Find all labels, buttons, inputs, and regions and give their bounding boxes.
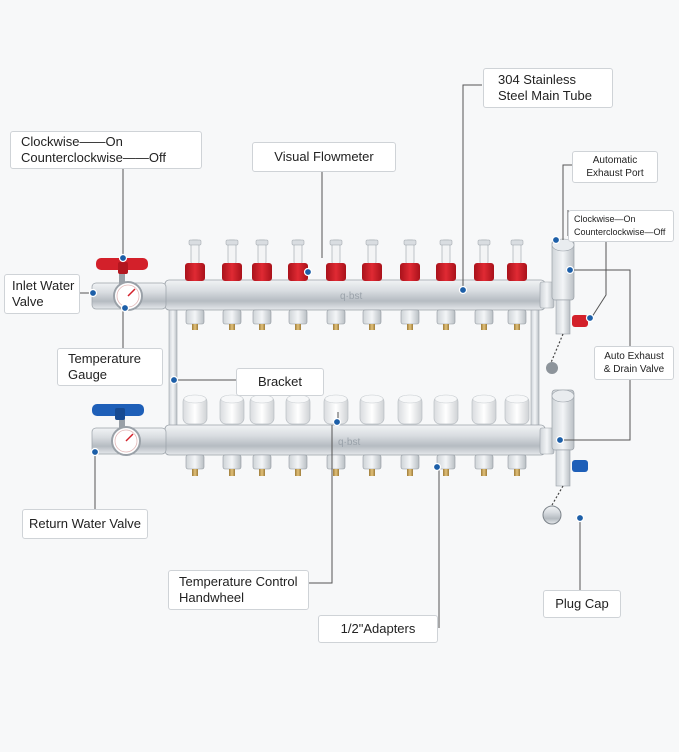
handwheel-6 <box>359 394 385 425</box>
inlet-valve <box>91 258 167 311</box>
handwheel-9 <box>471 394 497 425</box>
supply-adapter-7 <box>400 309 420 330</box>
label-handwheel-line2: Handwheel <box>179 590 245 605</box>
label-flowmeter: Visual Flowmeter <box>252 142 396 172</box>
handwheel-5 <box>323 394 349 425</box>
flowmeter-9 <box>474 239 494 281</box>
handwheel-10 <box>504 394 530 425</box>
label-main-tube: 304 Stainless Steel Main Tube <box>483 68 613 108</box>
label-adapters: 1/2"Adapters <box>318 615 438 643</box>
supply-adapter-10 <box>507 309 527 330</box>
label-auto-exhaust-line1: Auto Exhaust <box>604 351 664 362</box>
flowmeter-row <box>185 239 527 281</box>
return-tube-brand: q·bst <box>338 437 360 448</box>
label-gauge-line2: Gauge <box>68 367 108 382</box>
handwheel-2 <box>219 394 245 425</box>
supply-tube-brand: q·bst <box>340 291 362 302</box>
bracket-left <box>168 299 178 441</box>
supply-adapter-2 <box>222 309 242 330</box>
return-adapter-9 <box>474 454 494 476</box>
label-temp-gauge: Temperature Gauge <box>57 348 163 386</box>
label-main-tube-line2: Steel Main Tube <box>498 88 592 103</box>
bracket-right <box>530 299 540 441</box>
label-exhaust-port-line2: Exhaust Port <box>586 168 644 179</box>
label-return-valve: Return Water Valve <box>22 509 148 539</box>
flowmeter-5 <box>326 239 346 281</box>
label-rotation-line1: Clockwise——On <box>21 134 123 149</box>
label-flowmeter-text: Visual Flowmeter <box>274 149 374 164</box>
supply-adapter-8 <box>436 309 456 330</box>
handwheel-1 <box>182 394 208 425</box>
plug-cap <box>542 505 562 525</box>
return-adapter-1 <box>185 454 205 476</box>
flowmeter-2 <box>222 239 242 281</box>
label-exhaust-rotation: Clockwise—On Counterclockwise—Off <box>568 210 674 242</box>
flowmeter-3 <box>252 239 272 281</box>
supply-adapter-9 <box>474 309 494 330</box>
supply-adapter-6 <box>362 309 382 330</box>
label-inlet-line2: Valve <box>12 294 44 309</box>
label-exhaust-rotation-line1: Clockwise—On <box>574 214 636 224</box>
supply-exhaust-drain-assembly <box>539 238 588 374</box>
label-temp-handwheel: Temperature Control Handwheel <box>168 570 309 610</box>
return-adapter-5 <box>326 454 346 476</box>
label-main-tube-line1: 304 Stainless <box>498 72 577 87</box>
label-plug-cap-text: Plug Cap <box>555 596 609 611</box>
handwheel-4 <box>285 394 311 425</box>
label-exhaust-port: Automatic Exhaust Port <box>572 151 658 183</box>
label-adapters-text: 1/2"Adapters <box>340 621 416 636</box>
label-handwheel-line1: Temperature Control <box>179 574 298 589</box>
flowmeter-10 <box>507 239 527 281</box>
return-adapter-8 <box>436 454 456 476</box>
label-bracket-text: Bracket <box>257 374 303 389</box>
supply-adapter-row <box>185 309 527 330</box>
return-adapter-3 <box>252 454 272 476</box>
return-exhaust-drain-assembly <box>539 389 588 525</box>
supply-adapter-1 <box>185 309 205 330</box>
label-bracket: Bracket <box>236 368 324 396</box>
label-ball-valve-rotation: Clockwise——On Counterclockwise——Off <box>10 131 202 169</box>
flowmeter-6 <box>362 239 382 281</box>
leader-lines <box>80 84 631 628</box>
handwheel-8 <box>433 394 459 425</box>
label-exhaust-rotation-line2: Counterclockwise—Off <box>574 227 666 237</box>
return-adapter-row <box>185 454 527 476</box>
supply-adapter-4 <box>288 309 308 330</box>
supply-adapter-3 <box>252 309 272 330</box>
return-adapter-4 <box>288 454 308 476</box>
supply-adapter-5 <box>326 309 346 330</box>
label-gauge-line1: Temperature <box>68 351 141 366</box>
return-valve <box>91 404 167 456</box>
label-inlet-valve: Inlet Water Valve <box>4 274 80 314</box>
return-adapter-10 <box>507 454 527 476</box>
return-adapter-2 <box>222 454 242 476</box>
label-auto-exhaust-line2: & Drain Valve <box>603 364 665 375</box>
label-return-valve-text: Return Water Valve <box>29 516 141 531</box>
flowmeter-1 <box>185 239 205 281</box>
label-plug-cap: Plug Cap <box>543 590 621 618</box>
handwheel-row <box>182 394 530 425</box>
label-inlet-line1: Inlet Water <box>12 278 75 293</box>
handwheel-3 <box>249 394 275 425</box>
label-auto-exhaust-drain: Auto Exhaust & Drain Valve <box>594 346 674 380</box>
flowmeter-8 <box>436 239 456 281</box>
return-adapter-7 <box>400 454 420 476</box>
leader-dots <box>88 235 595 523</box>
label-exhaust-port-line1: Automatic <box>592 155 638 166</box>
return-adapter-6 <box>362 454 382 476</box>
flowmeter-4 <box>288 239 308 281</box>
label-rotation-line2: Counterclockwise——Off <box>21 150 166 165</box>
flowmeter-7 <box>400 239 420 281</box>
handwheel-7 <box>397 394 423 425</box>
